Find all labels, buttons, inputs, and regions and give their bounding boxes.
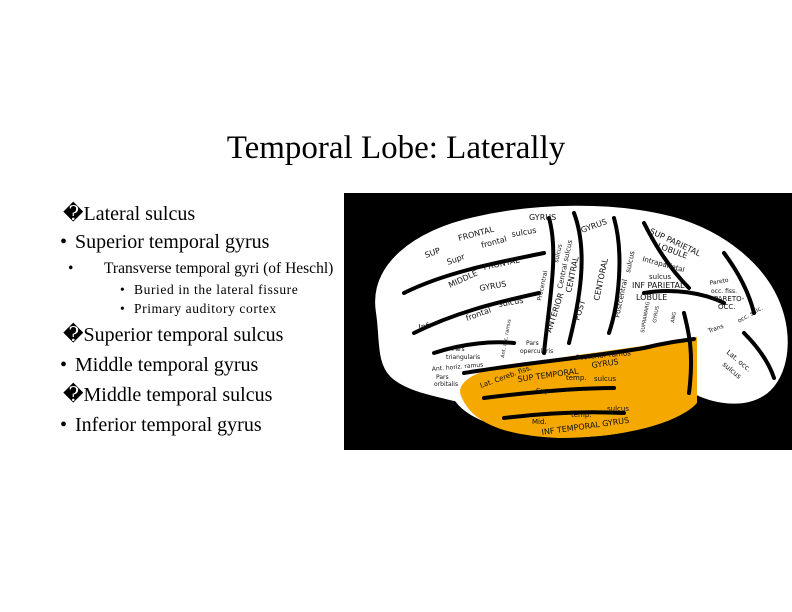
bullet-text: �Superior temporal sulcus (63, 324, 284, 346)
bullet-marker: • (60, 354, 68, 376)
bullet-item: • Superior temporal gyrus (60, 228, 350, 256)
label-supramarg: SUPRAMARG (640, 301, 651, 333)
bullet-text: Middle temporal gyrus (75, 354, 259, 376)
bullet-text: Transverse temporal gyri (of Heschl) (104, 260, 334, 277)
bullet-text: �Middle temporal sulcus (63, 384, 273, 406)
label-supr2: Supr (536, 387, 552, 395)
bullet-text: Primary auditory cortex (134, 301, 277, 316)
label-temp: temp. (571, 411, 592, 419)
label-sulcus-low: sulcus (498, 296, 524, 309)
label-inf-parietal: INF PARIETAL (632, 281, 685, 290)
bullet-text: �Lateral sulcus (63, 203, 196, 225)
brain-lateral-view: GYRUS FRONTAL sulcus SUP frontal Supr FR… (371, 201, 792, 441)
bullet-text: Inferior temporal gyrus (75, 414, 262, 436)
label-sulcus-ip: sulcus (649, 273, 671, 281)
bullet-item: • Inferior temporal gyrus (60, 411, 350, 439)
label-sulcus-top: sulcus (511, 226, 537, 239)
bullet-text: Buried in the lateral fissure (134, 282, 299, 297)
slide-title: Temporal Lobe: Laterally (226, 130, 566, 166)
label-sulcus-pc: sulcus (553, 244, 564, 264)
sub-sub-bullet-item: • Buried in the lateral fissure (120, 280, 350, 299)
label-ant-horiz: Ant. horiz. ramus (432, 362, 484, 373)
label-supr-temp: temp. (566, 374, 587, 382)
label-mid: Mid. (532, 418, 547, 426)
label-pars-tri: Pars (452, 346, 465, 353)
label-gyrus-sup: GYRUS (591, 357, 619, 370)
bullet-marker: • (120, 282, 126, 297)
brain-diagram: GYRUS FRONTAL sulcus SUP frontal Supr FR… (344, 193, 792, 450)
sub-bullet-item: • Transverse temporal gyri (of Heschl) (68, 260, 354, 277)
label-pars-op: Pars (526, 340, 539, 347)
label-orbitalis: orbitalis (434, 381, 458, 388)
bullet-text: Superior temporal gyrus (75, 231, 270, 253)
bullet-marker: • (60, 231, 68, 253)
bullet-item: �Middle temporal sulcus (63, 381, 350, 409)
label-infr: Infr (418, 321, 434, 332)
label-occ-fiss: occ. fiss. (711, 288, 737, 295)
label-opercularis: opercularis (520, 348, 553, 355)
label-lobule2: LOBULE (636, 293, 667, 302)
label-sulcus-mt: sulcus (607, 405, 629, 413)
label-sulcus-st: sulcus (594, 375, 616, 383)
bullet-marker: • (68, 260, 74, 277)
bullet-list: �Lateral sulcus •Superior temporal gyrus… (60, 200, 350, 439)
bullet-item: �Superior temporal sulcus (63, 321, 350, 349)
label-pars-orb: Pars (436, 374, 449, 381)
bullet-marker: • (60, 414, 68, 436)
label-pareto-occ: PARETO- (714, 295, 745, 303)
label-occ: OCC. (718, 303, 736, 311)
sulci-lines (402, 211, 776, 420)
label-ang: ANG (670, 311, 678, 323)
sub-sub-bullet-item: • Primary auditory cortex (120, 299, 350, 318)
label-triangularis: triangularis (446, 354, 480, 361)
bullet-item: �Lateral sulcus (63, 200, 350, 228)
label-gyrus-sm: GYRUS (652, 306, 661, 324)
label-pareto: Pareto (709, 277, 729, 287)
bullet-item: • Middle temporal gyrus (60, 351, 350, 379)
bullet-marker: • (120, 301, 126, 316)
label-gyrus-top: GYRUS (529, 213, 556, 222)
